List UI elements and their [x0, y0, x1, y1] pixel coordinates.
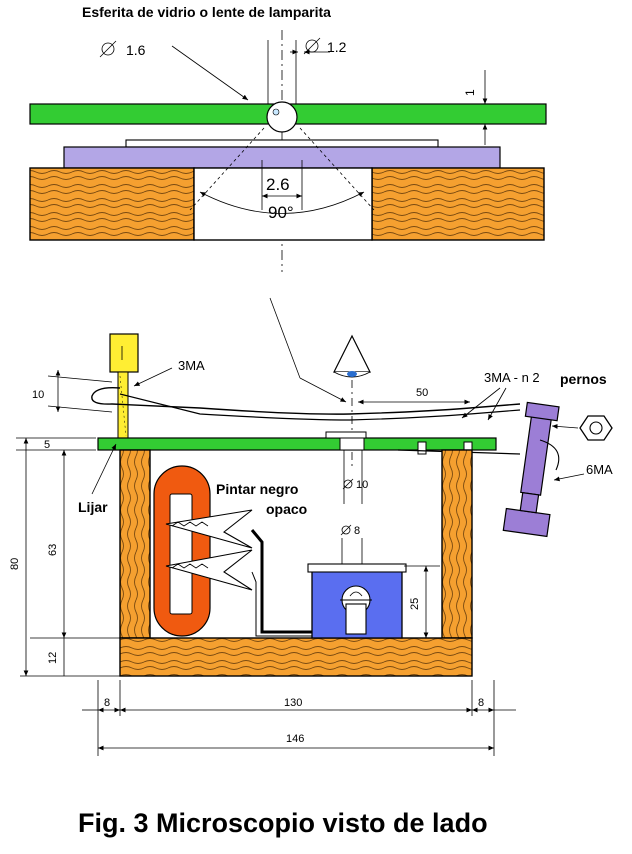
- dim-8-left: 8: [104, 697, 110, 709]
- top-caption: Esferita de vidrio o lente de lamparita: [82, 4, 331, 20]
- label-pernos: pernos: [560, 371, 607, 387]
- wood-block-left: [29, 167, 195, 241]
- svg-text:8: 8: [354, 525, 360, 537]
- figure-title: Fig. 3 Microscopio visto de lado: [78, 808, 488, 838]
- spring-wire: [91, 386, 521, 415]
- label-3ma: 3MA: [178, 358, 205, 373]
- dim-2.6: 2.6: [266, 175, 290, 194]
- main-glass-plate: [97, 437, 497, 451]
- dim-12: 12: [47, 652, 59, 664]
- dim-63: 63: [47, 544, 59, 556]
- svg-text:10: 10: [356, 479, 368, 491]
- diameter-10-label: 10: [342, 478, 368, 491]
- wood-base: [119, 637, 473, 677]
- lamp-bulb: [340, 585, 372, 635]
- label-6ma: 6MA: [586, 462, 613, 477]
- dim-1: 1: [463, 89, 477, 96]
- thin-slide: [125, 139, 439, 148]
- nut-icon: [579, 415, 613, 441]
- diameter-1.2-label: 1.2: [303, 37, 347, 55]
- dim-5: 5: [44, 439, 50, 451]
- dim-25: 25: [409, 598, 421, 610]
- angle-90-arc: [199, 191, 365, 214]
- eye-icon: [333, 334, 371, 378]
- label-lijar: Lijar: [78, 499, 108, 515]
- label-pintar-negro: Pintar negro: [216, 481, 298, 497]
- angle-90: 90°: [268, 203, 294, 222]
- label-3ma-n2: 3MA - n 2: [484, 370, 540, 385]
- leader-1.6: [171, 45, 249, 101]
- label-opaco: opaco: [266, 501, 307, 517]
- dim-130: 130: [284, 697, 302, 709]
- yellow-pin-head: [109, 333, 139, 373]
- dim-10-left: 10: [32, 389, 44, 401]
- wood-wall-right: [441, 449, 473, 639]
- dim-80: 80: [9, 558, 21, 570]
- svg-text:1.2: 1.2: [327, 39, 347, 55]
- wire: [250, 529, 316, 634]
- lavender-base: [63, 146, 501, 169]
- diameter-8-label: 8: [340, 524, 360, 537]
- hole-opening: [193, 167, 373, 241]
- alligator-clip-upper: [165, 509, 253, 549]
- wood-block-right: [371, 167, 545, 241]
- svg-text:1.6: 1.6: [126, 42, 146, 58]
- dim-8-right: 8: [478, 697, 484, 709]
- diameter-1.6-label: 1.6: [99, 40, 146, 58]
- dim-50: 50: [416, 387, 428, 399]
- bolt-6ma: [502, 401, 560, 538]
- dim-146: 146: [286, 733, 304, 745]
- alligator-clip-lower: [165, 549, 253, 591]
- glass-sphere: [266, 101, 298, 133]
- wood-wall-left: [119, 449, 151, 639]
